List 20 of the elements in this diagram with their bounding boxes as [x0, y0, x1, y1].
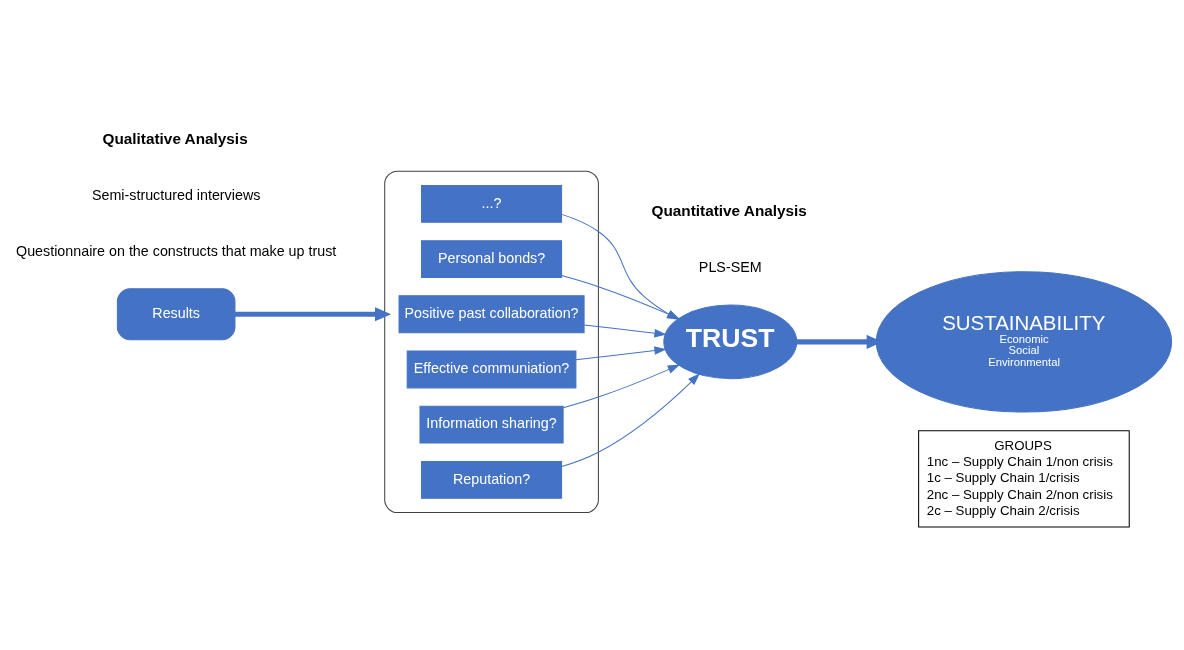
arrow [575, 346, 667, 361]
node-box: Personal bonds? [421, 240, 563, 278]
label: PLS-SEM [698, 259, 762, 276]
arrow [562, 364, 681, 409]
label: Quantitative Analysis [651, 201, 807, 219]
node-box: Information sharing? [419, 405, 564, 444]
arrow [561, 373, 700, 468]
arrow [235, 307, 392, 322]
node-box: Positive past collaboration? [398, 295, 585, 334]
node-box: ...? [421, 184, 563, 223]
node-ellipse: SUSTAINABILITY Economic Social Environmental [875, 271, 1173, 413]
arrow [583, 324, 667, 338]
node-box: Effective communiation? [406, 350, 577, 389]
node-box: GROUPS 1nc – Supply Chain 1/non crisis 1c – Supply Chain 1/crisis 2nc – Supply Chain 2/non crisis 2c – Supply Chain 2/crisis [918, 430, 1130, 528]
cluster [384, 170, 599, 514]
label: Questionnaire on the constructs that make up trust [16, 242, 337, 259]
node-box: Results [116, 288, 236, 341]
label: Semi-structured interviews [91, 187, 261, 204]
label: Qualitative Analysis [102, 130, 248, 148]
node-box: Reputation? [421, 460, 563, 499]
